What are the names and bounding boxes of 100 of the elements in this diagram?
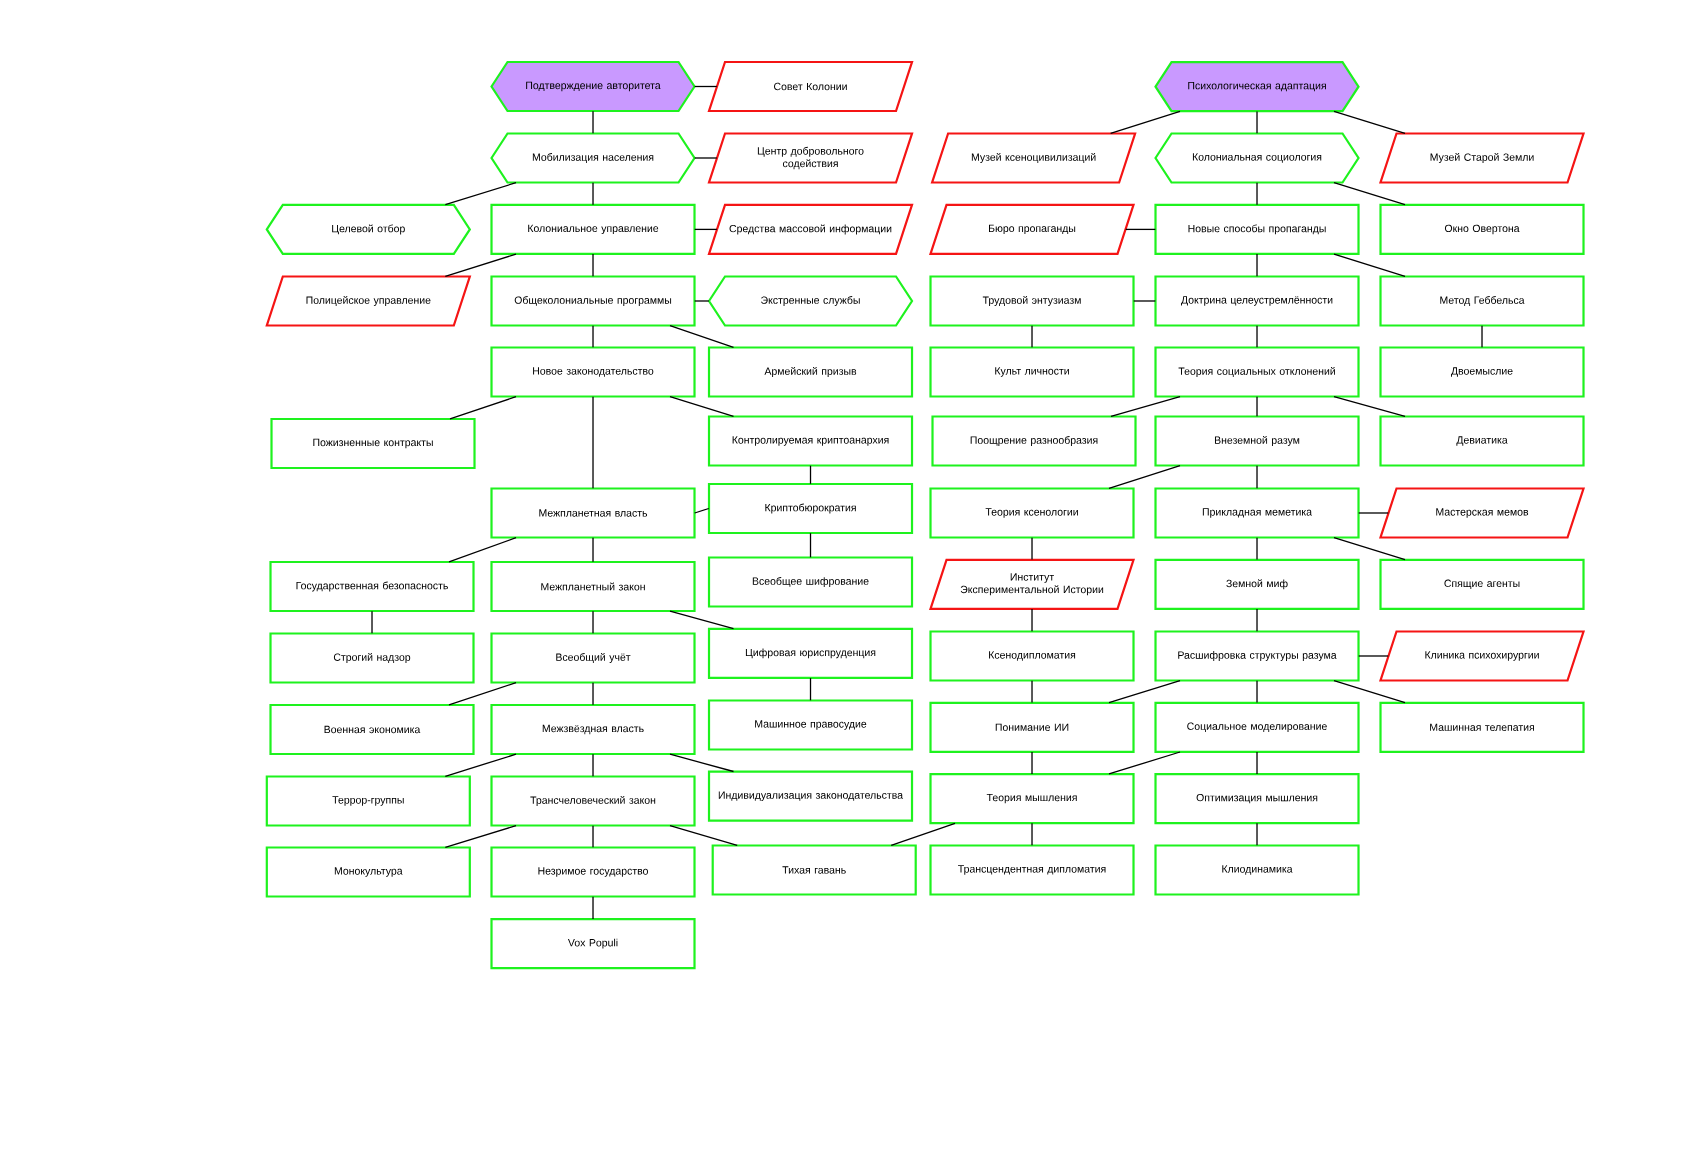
tech-box: Военная экономика: [269, 703, 475, 756]
connector-line: [592, 537, 594, 563]
tech-box: Клиодинамика: [1154, 844, 1360, 896]
connector-line: [1256, 465, 1258, 489]
tech-box: Строгий надзор: [269, 632, 475, 684]
tech-box: Расшифровка структуры разума: [1154, 630, 1360, 682]
hexagon-box: Колониальная социология: [1154, 132, 1360, 184]
tech-box: Машинная телепатия: [1379, 701, 1585, 753]
connector-line: [592, 253, 594, 277]
connector-line: [809, 465, 812, 485]
connector-line: [1333, 110, 1406, 134]
connector-line: [1125, 228, 1156, 231]
parallelogram-box: Средства массовой информации: [707, 203, 914, 255]
connector-line: [1108, 751, 1181, 775]
tech-box: Колониальное управление: [490, 203, 696, 255]
connector-line: [809, 532, 812, 558]
connector-line: [592, 896, 594, 920]
tech-box: Трансчеловеческий закон: [490, 775, 696, 827]
connector-line: [592, 610, 594, 634]
connector-line: [1333, 182, 1406, 206]
connector-line: [1256, 253, 1258, 277]
connector-line: [1110, 396, 1181, 417]
connector-line: [694, 228, 718, 231]
connector-line: [1358, 655, 1389, 657]
connector-line: [1031, 751, 1033, 775]
tech-box: Межпланетный закон: [490, 560, 696, 613]
connector-line: [448, 682, 517, 706]
tech-box: Индивидуализация законодательства: [707, 770, 914, 822]
connector-line: [1481, 325, 1483, 348]
hexagon-box: Целевой отбор: [265, 203, 472, 255]
parallelogram-box: Мастерская мемов: [1379, 487, 1586, 539]
connector-line: [694, 157, 718, 159]
tech-box: Теория ксенологии: [929, 487, 1135, 539]
connector-line: [449, 396, 517, 420]
tech-box: Межпланетная власть: [490, 487, 696, 539]
connector-line: [669, 396, 735, 417]
connector-line: [1133, 300, 1156, 302]
parallelogram-box: Полицейское управление: [265, 275, 472, 327]
tech-box: Трансцендентная дипломатия: [929, 844, 1135, 896]
connector-line: [592, 396, 594, 489]
hexagon-box: Экстренные службы: [707, 275, 914, 327]
connector-line: [694, 300, 710, 302]
connector-line: [1358, 512, 1389, 514]
hexagon-box: Мобилизация населения: [490, 132, 696, 184]
connector-line: [1333, 537, 1406, 561]
connector-line: [592, 753, 594, 777]
connector-line: [444, 825, 517, 848]
connector-line: [592, 110, 594, 134]
connector-line: [669, 610, 735, 630]
tech-box: Армейский призыв: [707, 346, 914, 398]
tech-box: Пожизненные контракты: [270, 417, 476, 470]
tech-box: Криптобюрократия: [707, 482, 914, 535]
tech-box: Земной миф: [1154, 558, 1360, 610]
parallelogram-box: Бюро пропаганды: [929, 203, 1136, 255]
tech-box: Метод Геббельса: [1379, 275, 1585, 327]
hexagon-box: Психологическая адаптация: [1154, 61, 1360, 113]
connector-line: [592, 825, 594, 848]
parallelogram-box: Совет Колонии: [707, 60, 914, 113]
parallelogram-box: Музей Старой Земли: [1379, 132, 1586, 184]
tech-box: Окно Овертона: [1379, 203, 1585, 255]
connector-line: [1333, 253, 1406, 277]
connector-line: [1256, 680, 1258, 704]
connector-line: [1108, 465, 1181, 489]
connector-line: [371, 610, 373, 634]
tech-box: Машинное правосудие: [707, 699, 914, 751]
tech-box: Монокультура: [265, 846, 471, 898]
tech-box: Государственная безопасность: [269, 560, 475, 613]
connector-line: [1031, 537, 1033, 561]
parallelogram-box: Институт Экспериментальной Истории: [929, 558, 1136, 610]
connector-line: [669, 753, 735, 773]
connector-line: [694, 507, 710, 514]
tech-box: Оптимизация мышления: [1154, 773, 1360, 825]
connector-line: [444, 253, 517, 277]
connector-line: [1256, 822, 1258, 846]
tech-box: Контролируемая криптоанархия: [707, 415, 914, 467]
tech-box: Доктрина целеустремлённости: [1154, 275, 1360, 327]
connector-line: [1256, 751, 1258, 775]
tech-box: Культ личности: [929, 346, 1135, 398]
tech-box: Внеземной разум: [1154, 415, 1360, 467]
tech-box: Спящие агенты: [1379, 558, 1585, 610]
tech-box: Прикладная меметика: [1154, 487, 1360, 539]
connector-line: [1031, 822, 1033, 846]
tech-box: Понимание ИИ: [929, 701, 1135, 753]
connector-line: [1256, 182, 1258, 206]
connector-line: [1031, 325, 1033, 348]
tech-box: Поощрение разнообразия: [931, 415, 1137, 467]
connector-line: [1109, 110, 1181, 134]
tech-box: Общеколониальные программы: [490, 275, 696, 327]
connector-line: [1031, 608, 1033, 632]
tech-box: Всеобщий учёт: [490, 632, 696, 684]
tech-box: Ксенодипломатия: [929, 630, 1135, 682]
hexagon-box: Подтверждение авторитета: [490, 60, 696, 113]
tech-box: Трудовой энтузиазм: [929, 275, 1135, 327]
tech-box: Vox Populi: [490, 918, 696, 970]
tech-box: Всеобщее шифрование: [707, 556, 914, 608]
connector-line: [1256, 396, 1258, 417]
tech-box: Новые способы пропаганды: [1154, 203, 1360, 255]
connector-line: [592, 325, 594, 348]
parallelogram-box: Клиника психохирургии: [1379, 630, 1586, 682]
connector-line: [1256, 537, 1258, 561]
